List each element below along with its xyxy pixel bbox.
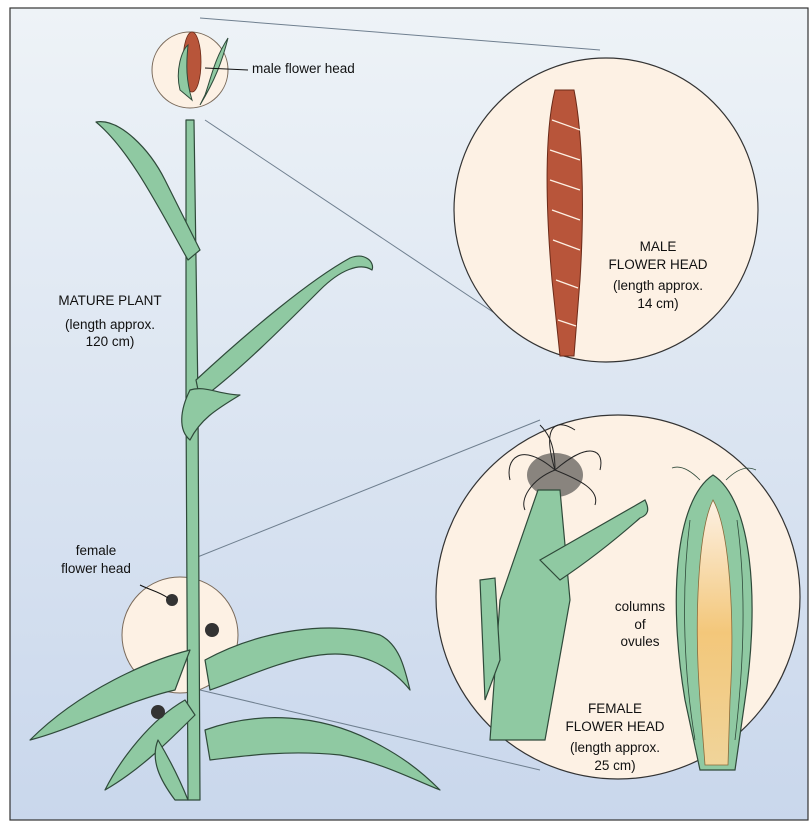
female-callout-label: FEMALE FLOWER HEAD (length approx. 25 cm…: [540, 700, 690, 774]
male-flower-head-label: male flower head: [252, 60, 355, 78]
female-flower-head-line2: flower head: [46, 560, 146, 578]
male-callout-line4: 14 cm): [588, 295, 728, 313]
female-callout-line3: (length approx.: [540, 739, 690, 757]
female-callout-line4: 25 cm): [540, 757, 690, 775]
mature-plant-label: MATURE PLANT (length approx. 120 cm): [40, 292, 180, 351]
columns-of-ovules-label: columns of ovules: [600, 598, 680, 651]
male-callout-label: MALE FLOWER HEAD (length approx. 14 cm): [588, 238, 728, 312]
female-callout-line1: FEMALE: [540, 700, 690, 718]
mature-plant-line2: (length approx.: [40, 316, 180, 334]
male-flower-callout-circle: [454, 58, 758, 362]
mature-plant-line3: 120 cm): [40, 333, 180, 351]
male-callout-line1: MALE: [588, 238, 728, 256]
male-callout-line3: (length approx.: [588, 277, 728, 295]
mature-plant-line1: MATURE PLANT: [40, 292, 180, 310]
columns-of-ovules-line3: ovules: [600, 633, 680, 651]
female-flower-head-line1: female: [46, 542, 146, 560]
male-callout-line2: FLOWER HEAD: [588, 256, 728, 274]
columns-of-ovules-line2: of: [600, 616, 680, 634]
female-callout-line2: FLOWER HEAD: [540, 718, 690, 736]
columns-of-ovules-line1: columns: [600, 598, 680, 616]
female-flower-head-label: female flower head: [46, 542, 146, 577]
